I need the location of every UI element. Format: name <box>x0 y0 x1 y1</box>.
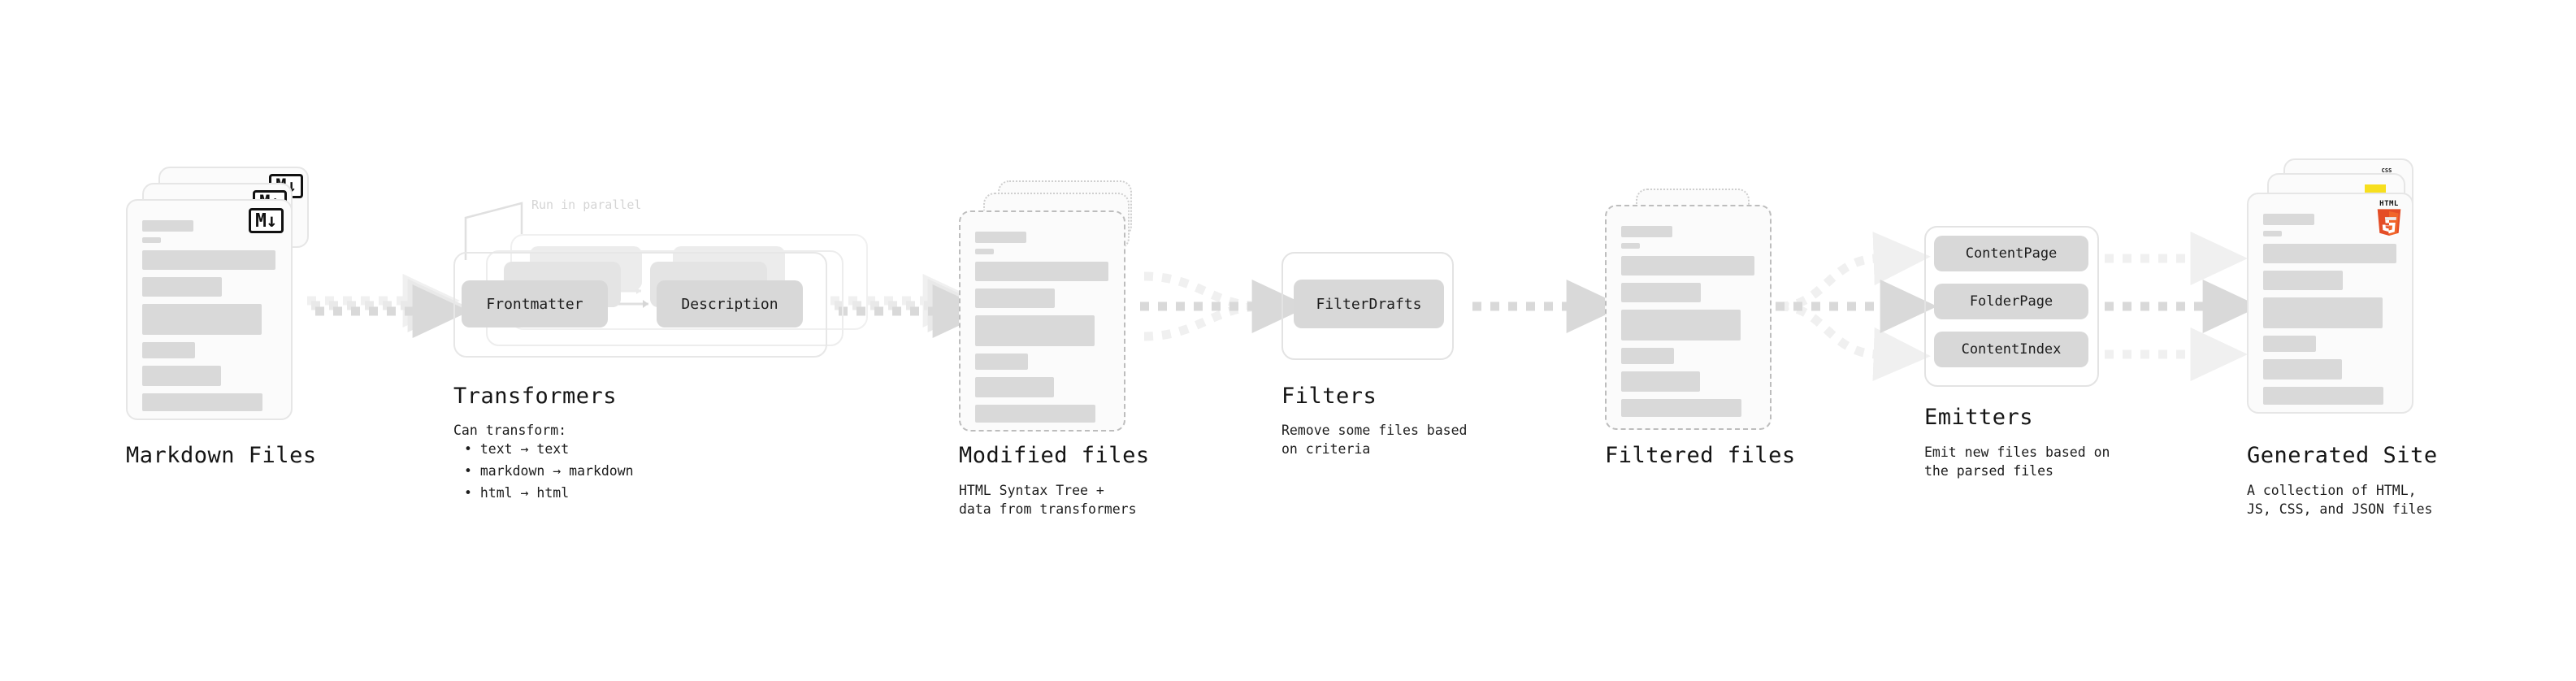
skeleton-line <box>1621 348 1674 364</box>
modified-files-title: Modified files <box>959 443 1150 468</box>
transformers-title: Transformers <box>453 384 618 409</box>
skeleton-line <box>975 249 994 254</box>
pill-frontmatter[interactable]: Frontmatter <box>462 280 608 327</box>
filters-card <box>1281 252 1454 360</box>
filtered-files-stack <box>1605 189 1784 432</box>
html5-wordmark: HTML <box>2379 200 2399 208</box>
emitters-card <box>1924 226 2099 387</box>
skeleton-line <box>142 277 222 297</box>
arrow-emitters-to-site <box>2105 232 2260 381</box>
markdown-badge-main: M↓ <box>249 208 284 233</box>
markdown-files-title: Markdown Files <box>126 443 317 468</box>
skeleton-line <box>975 288 1055 308</box>
html5-shield-icon <box>2377 209 2401 236</box>
emitters-subtitle: Emit new files based on the parsed files <box>1924 445 2110 479</box>
generated-site-subtitle: A collection of HTML, JS, CSS, and JSON … <box>2247 483 2433 517</box>
skeleton-line <box>142 304 262 335</box>
skeleton-line <box>975 405 1095 423</box>
skeleton-line <box>1621 256 1754 275</box>
arrow-modified-to-filters <box>1140 271 1309 341</box>
modified-files-subtitle: HTML Syntax Tree + data from transformer… <box>959 483 1137 517</box>
skeleton-line <box>1621 243 1640 249</box>
css-label: CSS <box>2381 167 2392 174</box>
pill-contentpage[interactable]: ContentPage <box>1934 236 2088 271</box>
skeleton-line <box>2263 297 2383 328</box>
transformers-bullet-1: • text → text <box>464 441 570 457</box>
html5-icon: HTML <box>2375 201 2403 243</box>
run-in-parallel-label: Run in parallel <box>531 197 642 212</box>
skeleton-line <box>142 342 195 358</box>
transformers-card-main <box>453 252 827 358</box>
pill-folderpage[interactable]: FolderPage <box>1934 284 2088 319</box>
skeleton-line <box>975 377 1054 397</box>
generated-site-title: Generated Site <box>2247 443 2438 468</box>
filtered-files-title: Filtered files <box>1605 443 1796 468</box>
transformers-bullet-2: • markdown → markdown <box>464 463 634 479</box>
skeleton-line <box>2263 244 2396 263</box>
skeleton-line <box>142 393 262 411</box>
markdown-file-card-main: M↓ <box>126 199 293 420</box>
skeleton-line <box>975 315 1095 346</box>
skeleton-line <box>975 354 1028 370</box>
modified-files-stack <box>959 180 1146 432</box>
filters-subtitle: Remove some files based on criteria <box>1281 423 1468 457</box>
skeleton-line <box>2263 359 2342 380</box>
skeleton-line <box>2263 214 2314 225</box>
skeleton-line <box>1621 226 1672 237</box>
skeleton-line <box>142 237 161 243</box>
skeleton-line <box>1621 399 1741 417</box>
filtered-file-card-main <box>1605 205 1772 430</box>
arrow-filtered-to-emitters <box>1776 232 1937 381</box>
skeleton-line <box>2263 231 2282 236</box>
skeleton-line <box>975 232 1026 243</box>
transformers-bullet-3: • html → html <box>464 485 570 501</box>
skeleton-line <box>142 220 193 232</box>
skeleton-line <box>1621 283 1701 302</box>
pill-filterdrafts[interactable]: FilterDrafts <box>1294 280 1444 328</box>
generated-file-card-html: HTML <box>2247 193 2413 414</box>
skeleton-line <box>975 262 1108 281</box>
skeleton-line <box>1621 310 1741 340</box>
transformers-subtitle: Can transform: <box>453 423 567 438</box>
skeleton-line <box>1621 371 1700 392</box>
filters-title: Filters <box>1281 384 1377 409</box>
generated-site-stack: CSS HTML <box>2247 158 2434 427</box>
skeleton-line <box>2263 336 2316 352</box>
skeleton-line <box>142 250 275 270</box>
pill-contentindex[interactable]: ContentIndex <box>1934 332 2088 367</box>
markdown-files-stack: M↓ M↓ M↓ <box>126 167 309 427</box>
emitters-title: Emitters <box>1924 405 2034 430</box>
skeleton-line <box>2263 271 2343 290</box>
pill-description[interactable]: Description <box>657 280 803 327</box>
skeleton-line <box>142 366 221 386</box>
arrow-markdown-to-transformers <box>307 274 470 338</box>
skeleton-line <box>2263 387 2383 405</box>
modified-file-card-main <box>959 210 1125 432</box>
